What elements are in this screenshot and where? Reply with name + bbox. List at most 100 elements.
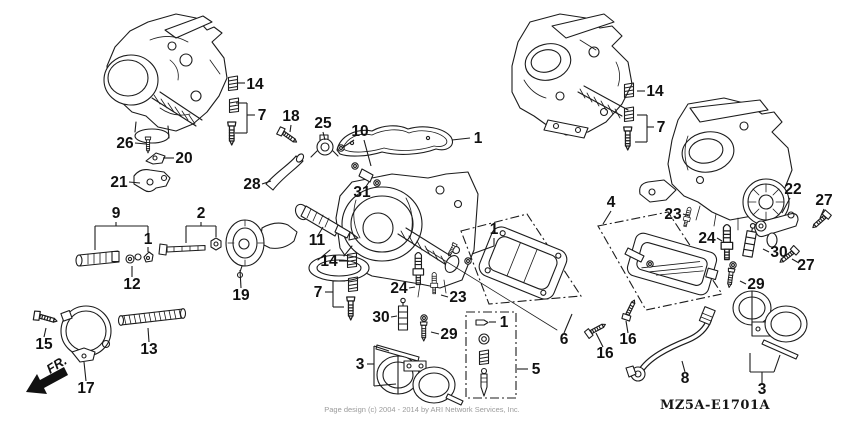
callout-2: 2 [197,205,206,222]
pipe-9 [75,250,120,267]
main-jet-24-right [720,223,734,261]
callout-19: 19 [232,287,250,304]
bolt-18 [275,125,300,147]
leader-line-8 [681,360,686,373]
air-valve-assembly-bottom-middle [375,344,464,406]
callout-13: 13 [140,341,158,358]
callout-31: 31 [353,184,371,201]
lever-22 [754,211,799,248]
callout-12: 12 [123,276,140,293]
leader-line-3 [373,383,397,387]
leader-line-18 [289,124,292,133]
callout-5: 5 [532,361,541,378]
callout-24: 24 [698,230,716,247]
clamp-20 [145,152,166,165]
callout-8: 8 [681,370,690,387]
kit-box-5-contents [475,319,490,397]
callout-23: 23 [664,206,682,223]
callout-23: 23 [449,289,467,306]
hose-8 [625,306,716,382]
leader-line-6 [563,313,573,334]
callout-11: 11 [309,232,326,249]
leader-line-31 [364,181,370,189]
callout-21: 21 [110,174,128,191]
leader-line-19 [239,269,242,289]
leader-line-1 [451,137,471,141]
callout-7: 7 [657,119,666,136]
bolt-16-left [583,320,609,340]
callout-1: 1 [144,231,153,248]
leader-line-23 [440,294,449,298]
slow-jet-23-center [430,271,439,295]
front-direction-arrow: FR. [26,353,69,394]
screw-27-upper [809,208,833,232]
callout-22: 22 [784,181,801,198]
callout-25: 25 [314,115,332,132]
leader-line-4 [602,210,612,225]
leader-line-16 [625,320,629,334]
callout-16: 16 [619,331,637,348]
leader-line-17 [83,361,87,382]
callout-1: 1 [500,314,509,331]
leader-line-24 [408,286,416,289]
assembly-pointer-line [425,248,558,331]
float-chamber-set [445,226,568,300]
callout-27: 27 [815,192,832,209]
callout-4: 4 [607,194,616,211]
fitting-12 [125,253,142,264]
nut-1-small [143,251,154,263]
screw-29-right [725,261,737,289]
leader-line-28 [261,180,272,185]
callout-24: 24 [390,280,408,297]
callout-1: 1 [474,130,483,147]
copyright-watermark: Page design (c) 2004 - 2014 by ARI Netwo… [324,405,520,414]
callout-6: 6 [560,331,569,348]
leader-line-25 [322,131,326,141]
float-bowl-set-4 [624,232,719,296]
callout-14: 14 [646,83,664,100]
leader-line-30 [390,315,398,318]
callout-30: 30 [372,309,389,326]
leader-line-15 [43,327,47,338]
diaphragm-19 [225,219,298,279]
callout-7: 7 [314,284,323,301]
diagram-part-code: MZ5A-E1701A [660,398,770,413]
callout-3: 3 [356,356,365,373]
bolt-2 [158,237,222,256]
air-valve-assembly-bottom-right [732,290,808,360]
carburetor-assembly-top-left [103,13,228,144]
leader-line-3 [773,354,781,373]
leader-line-27 [819,208,825,219]
leader-line-10 [341,139,355,149]
callout-20: 20 [175,150,192,167]
leader-line-26 [134,142,147,145]
callout-18: 18 [282,108,300,125]
callout-27: 27 [797,257,814,274]
callout-30: 30 [770,244,787,261]
leader-line-23 [682,213,690,217]
callout-9: 9 [112,205,121,222]
leader-line-29 [739,280,747,285]
leader-line-30 [762,248,770,253]
float-bowl-box-6 [460,213,582,305]
leader-line-3 [373,345,390,352]
carburetor-assembly-top-middle [511,13,633,139]
leader-line-24 [716,237,723,242]
leader-line-27 [791,258,800,264]
callout-16: 16 [596,345,614,362]
float-bowl-box-4 [597,211,723,311]
callout-17: 17 [77,380,94,397]
needle-assembly-11 [294,203,359,241]
bolt-16-right [620,297,640,323]
callout-7: 7 [258,107,267,124]
kit-box-5 [465,311,517,399]
screw-26 [144,136,152,154]
callout-1: 1 [490,221,499,238]
callout-29: 29 [747,276,765,293]
bolt-15 [31,309,59,327]
leader-line-29 [430,331,440,335]
leader-line-1 [471,245,495,255]
